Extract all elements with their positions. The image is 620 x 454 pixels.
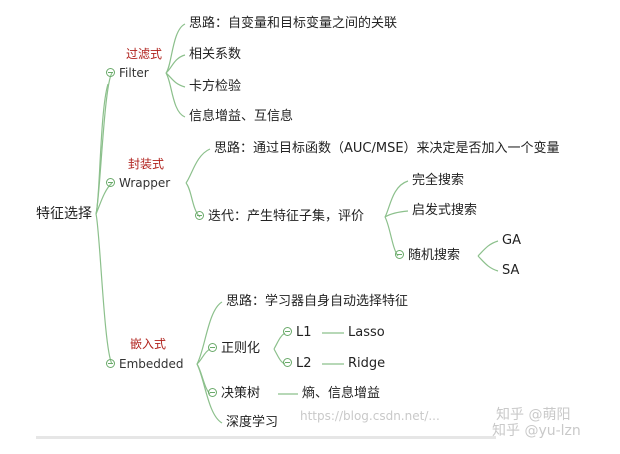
embedded-node[interactable]: Embedded [106,356,184,373]
filter-item-3[interactable]: 卡方检验 [189,79,242,94]
search-ga[interactable]: GA [502,233,521,248]
collapse-icon[interactable] [208,343,217,352]
bottom-strip [36,436,496,439]
filter-category-label: 过滤式 [126,47,163,61]
deep-learning-node[interactable]: 深度学习 [226,415,279,430]
root-to-embedded [95,213,113,365]
search-random-node[interactable]: 随机搜索 [395,248,460,264]
lasso-node[interactable]: Lasso [348,325,385,340]
watermark-url: https://blog.csdn.net/... [300,409,440,423]
collapse-icon[interactable] [283,327,292,336]
filter-branch-2 [165,54,186,74]
wrapper-idea[interactable]: 思路：通过目标函数（AUC/MSE）来决定是否加入一个变量 [214,141,560,156]
embedded-branch-idea [196,301,223,365]
collapse-icon[interactable] [106,359,115,368]
regularization-node[interactable]: 正则化 [208,341,260,357]
collapse-icon[interactable] [195,211,204,220]
filter-item-2[interactable]: 相关系数 [189,47,242,62]
collapse-icon[interactable] [106,68,115,77]
root-to-filter [95,72,113,215]
search-full[interactable]: 完全搜索 [412,173,465,188]
embedded-branch-deep [196,363,223,424]
l2-node[interactable]: L2 [283,356,312,372]
l1-node[interactable]: L1 [283,325,312,341]
collapse-icon[interactable] [106,178,115,187]
collapse-icon[interactable] [283,358,292,367]
filter-item-1[interactable]: 思路：自变量和目标变量之间的关联 [189,16,398,31]
filter-item-4[interactable]: 信息增益、互信息 [189,109,294,124]
random-branch-ga [477,240,499,257]
filter-branch-4 [165,72,186,118]
watermark-zhihu-2: 知乎 @yu-lzn [492,423,581,439]
embedded-category-label: 嵌入式 [130,337,167,351]
embedded-idea[interactable]: 思路：学习器自身自动选择特征 [226,294,409,309]
collapse-icon[interactable] [395,250,404,259]
watermark-zhihu-1: 知乎 @萌阳 [496,407,571,423]
search-sa[interactable]: SA [502,263,520,278]
iterate-branch-full [384,180,409,218]
tree-desc[interactable]: 熵、信息增益 [302,386,381,401]
random-branch-sa [477,255,499,272]
wrapper-iterate-node[interactable]: 迭代：产生特征子集，评价 [195,209,364,225]
tree-node[interactable]: 决策树 [208,386,260,402]
wrapper-category-label: 封装式 [128,157,165,171]
wrapper-node[interactable]: Wrapper [106,175,170,192]
collapse-icon[interactable] [208,388,217,397]
root-node[interactable]: 特征选择 [36,206,92,222]
filter-branch-1 [165,23,186,74]
filter-branch-3 [165,72,186,88]
filter-node[interactable]: Filter [106,65,149,82]
search-heuristic[interactable]: 启发式搜索 [412,203,478,218]
ridge-node[interactable]: Ridge [348,356,386,371]
wrapper-branch-idea [185,148,211,184]
iterate-branch-heuristic [384,210,409,218]
